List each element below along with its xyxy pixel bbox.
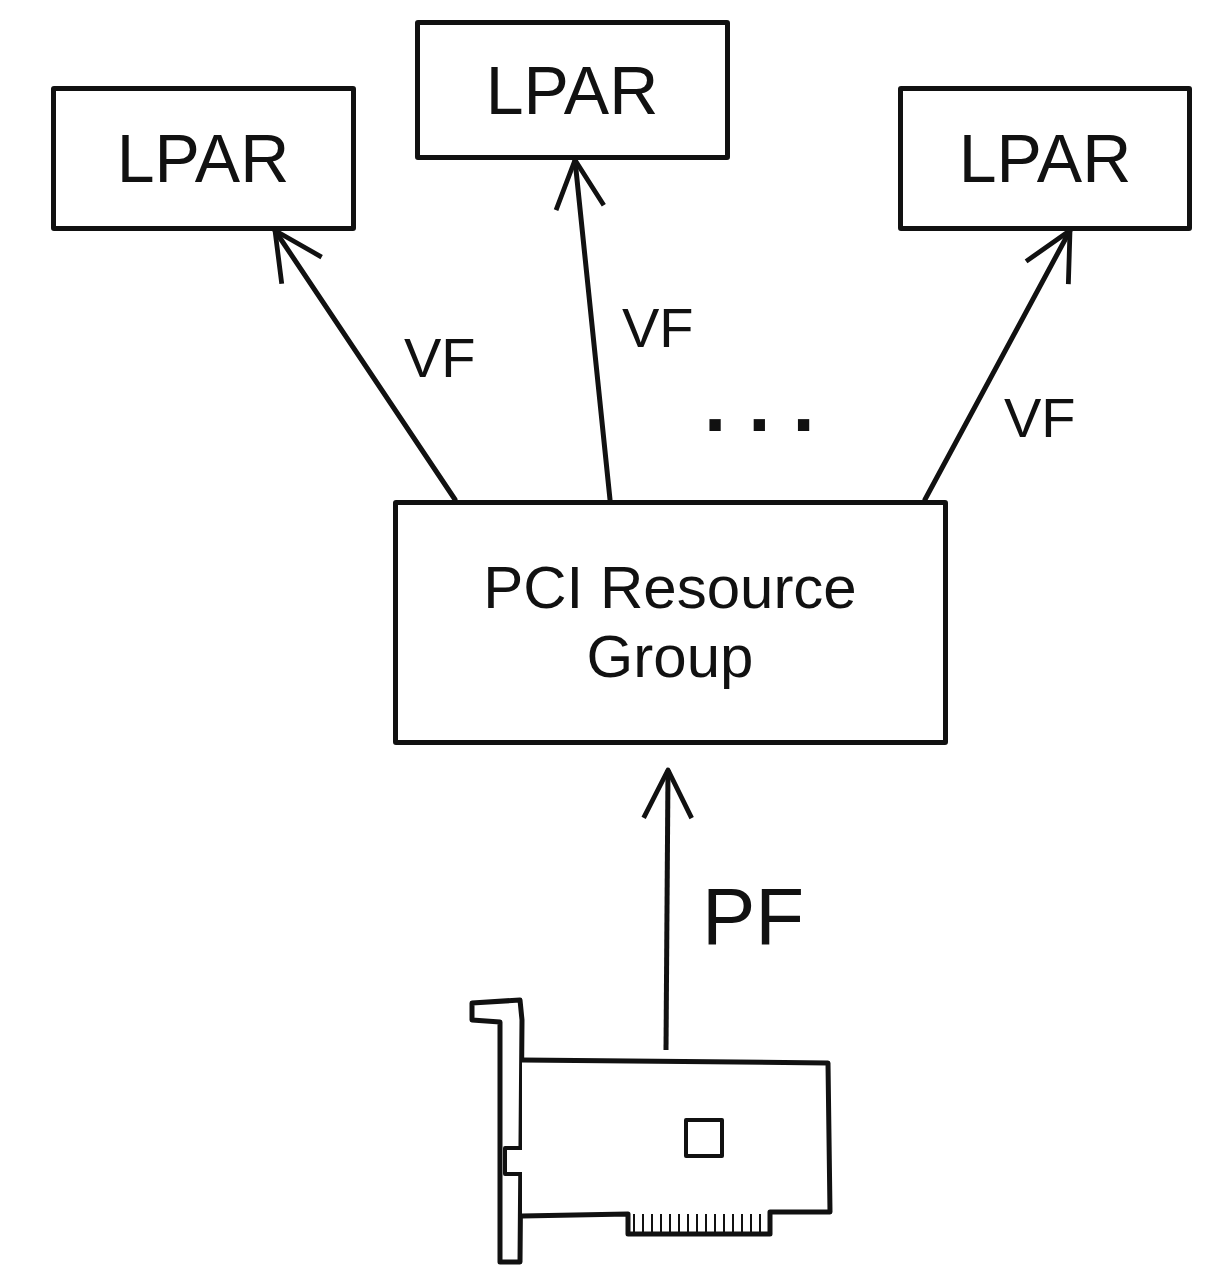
vf-arrow [575,160,610,500]
pci-card [472,1000,830,1262]
node-label: LPAR [959,119,1132,197]
ellipsis-label: ... [700,362,841,446]
pf-arrow [666,770,668,1050]
resource-group-box: PCI Resource Group [393,500,948,745]
node-label: LPAR [117,119,290,197]
node-label: LPAR [486,51,659,129]
lpar-box: LPAR [51,86,356,231]
node-label: PCI Resource Group [435,553,905,691]
vf-label: VF [618,298,698,358]
vf-label: VF [1000,388,1080,448]
lpar-box: LPAR [415,20,730,160]
vf-arrow [925,231,1070,500]
vf-label: VF [400,328,480,388]
lpar-box: LPAR [898,86,1192,231]
pf-label: PF [698,875,808,959]
